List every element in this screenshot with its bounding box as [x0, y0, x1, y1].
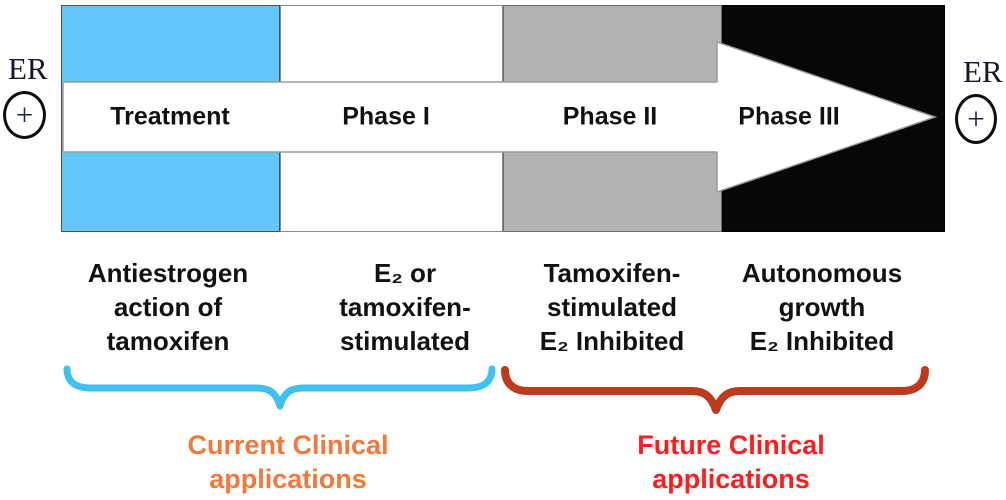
current-clinical-applications-label: Current Clinical applications [187, 430, 389, 494]
future-applications-brace [501, 366, 929, 414]
stage-label-treatment: Treatment [110, 102, 230, 131]
timeline-arrow [62, 40, 938, 194]
description-phase-3: Autonomous growth E₂ Inhibited [741, 258, 903, 356]
plus-sign: + [967, 100, 985, 136]
stage-label-phase-2: Phase II [562, 102, 658, 131]
description-treatment: Antiestrogen action of tamoxifen [87, 258, 249, 356]
er-plus-circle-icon: + [3, 91, 46, 139]
future-clinical-applications-label: Future Clinical applications [637, 430, 825, 494]
current-applications-brace [63, 365, 496, 410]
description-phase-2: Tamoxifen- stimulated E₂ Inhibited [539, 258, 685, 356]
stage-label-phase-1: Phase I [342, 102, 430, 131]
description-phase-1: E₂ or tamoxifen- stimulated [339, 258, 471, 356]
plus-sign: + [15, 96, 34, 132]
er-label: ER [8, 51, 48, 86]
er-label: ER [963, 54, 1003, 89]
stage-label-phase-3: Phase III [738, 102, 840, 131]
er-marker-left: ER + [3, 53, 48, 139]
er-marker-right: ER + [955, 56, 1003, 144]
er-plus-circle-icon: + [955, 94, 997, 144]
